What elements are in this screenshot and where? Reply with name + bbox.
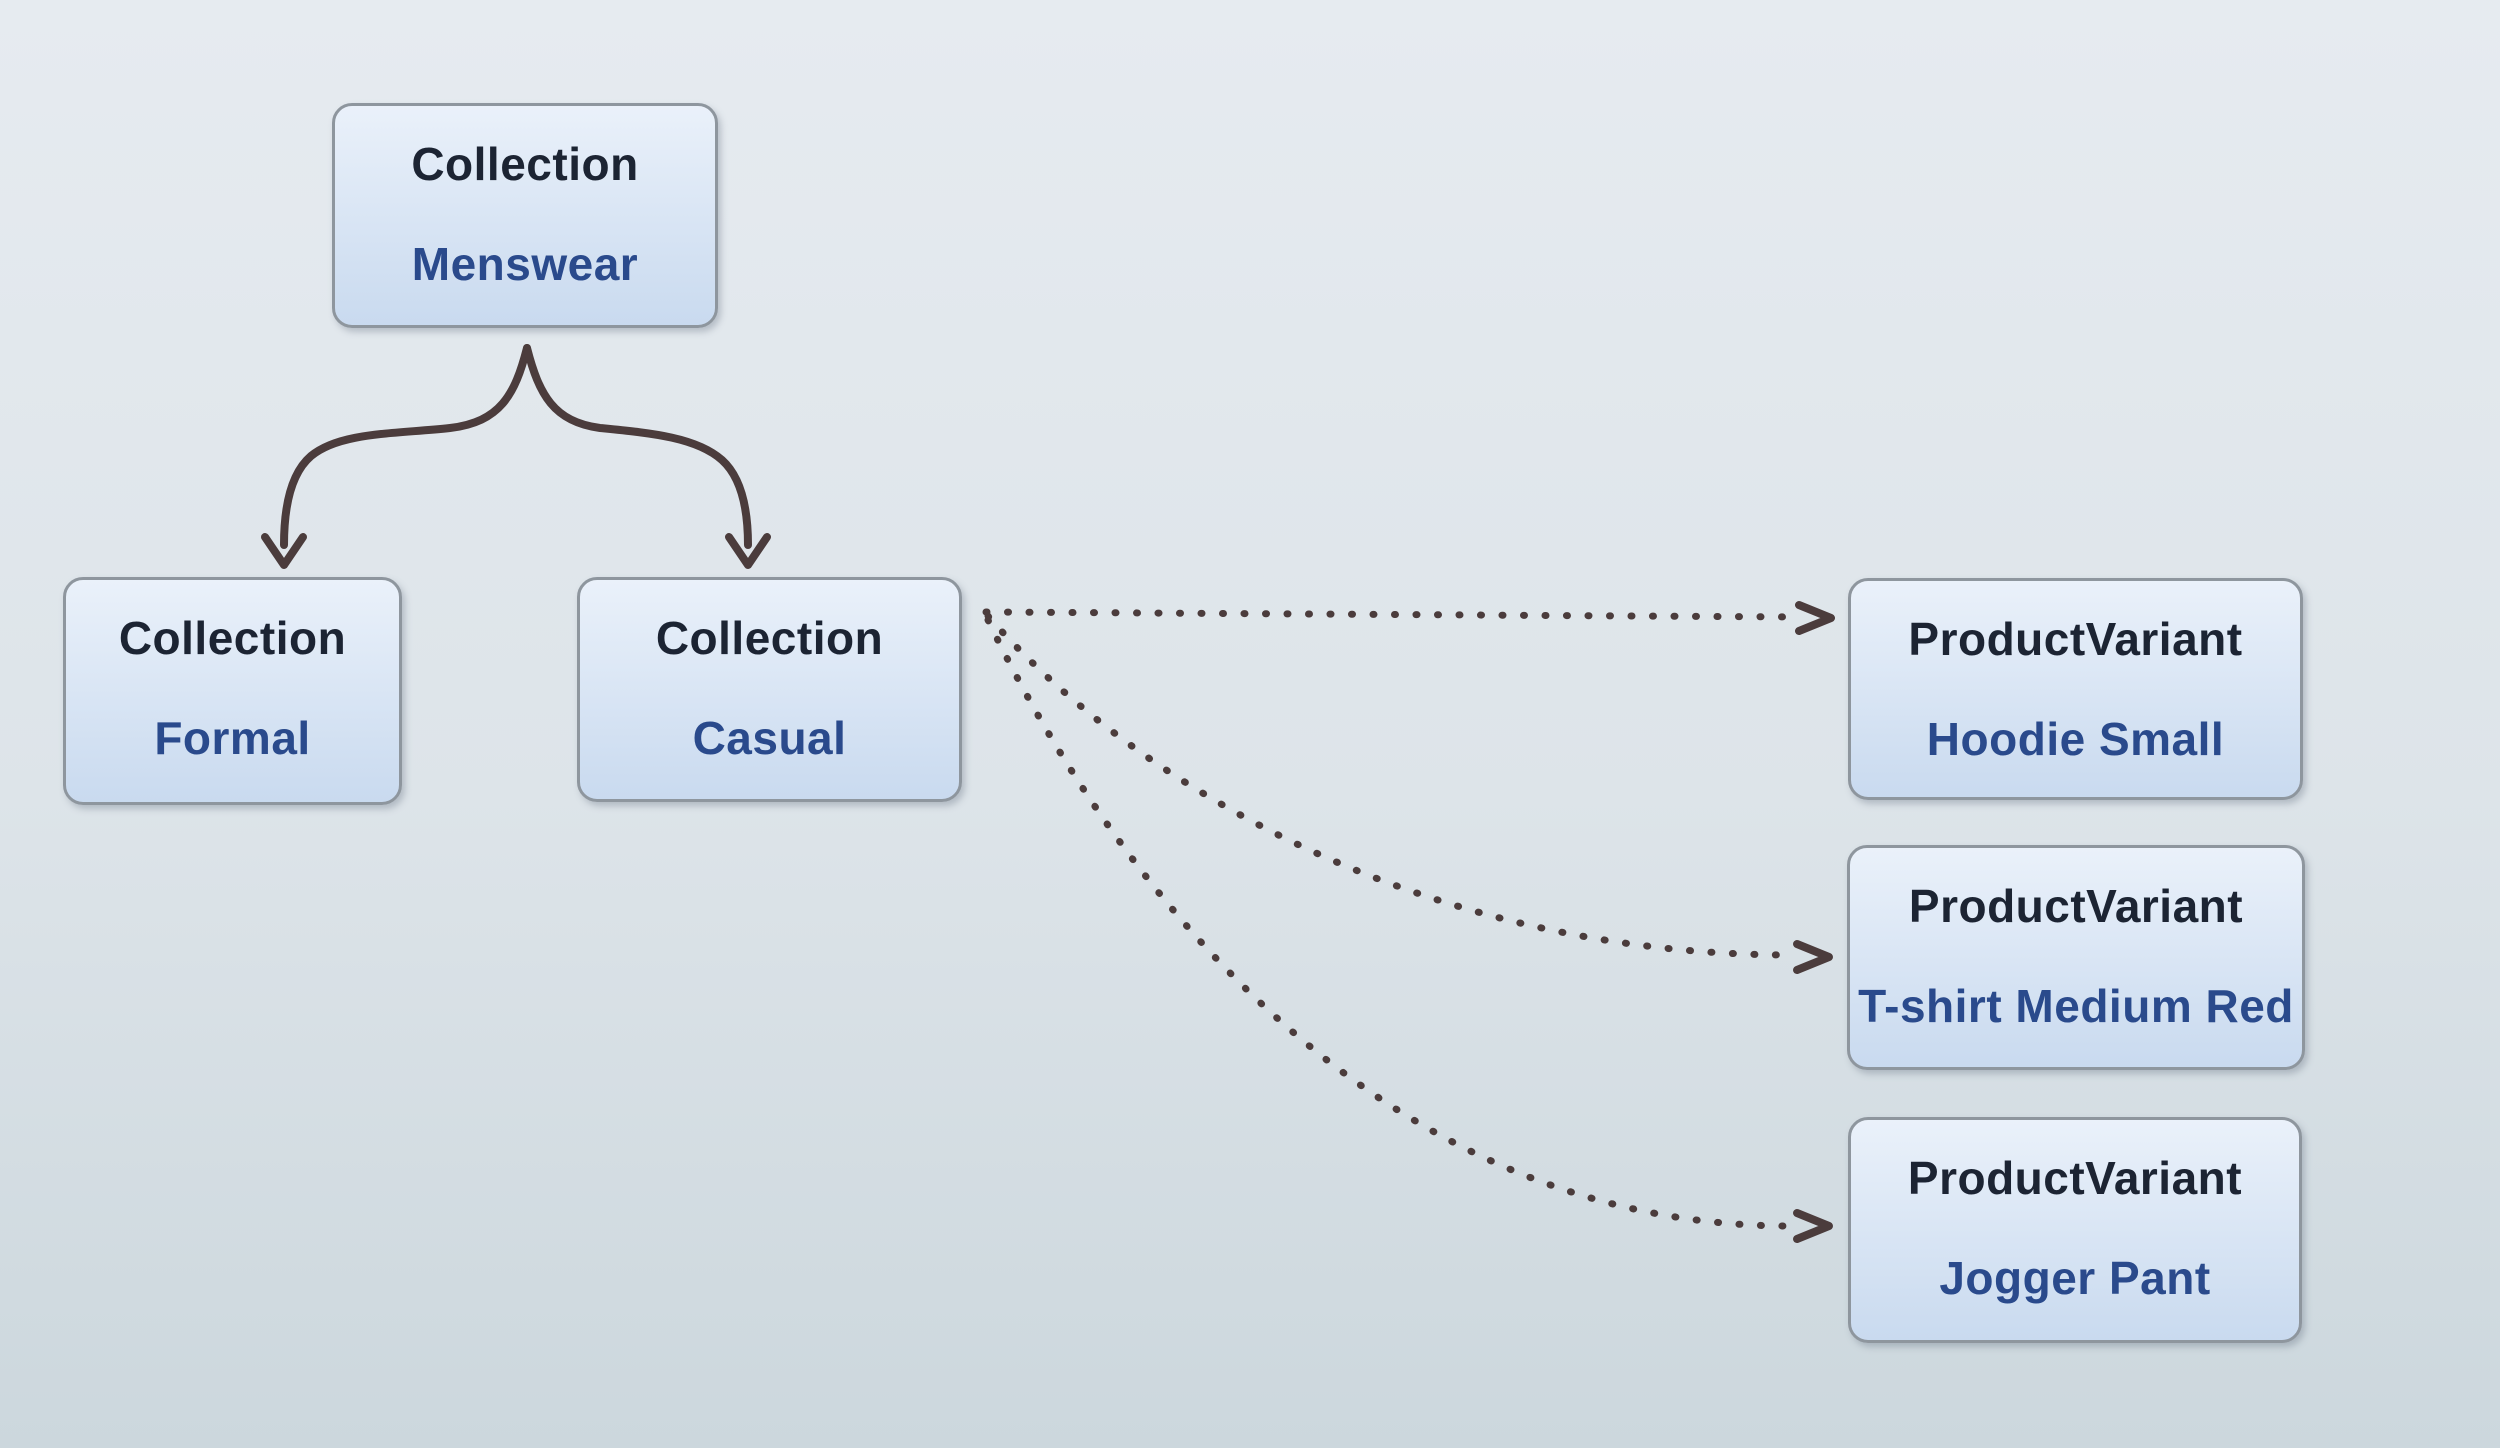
arrowhead-right-tshirt xyxy=(1793,940,1833,974)
node-collection-casual: Collection Casual xyxy=(577,577,962,802)
edge-menswear-casual xyxy=(523,344,771,569)
arrowhead-right-hoodie xyxy=(1795,601,1835,635)
node-name-label: Menswear xyxy=(411,238,639,290)
arrowhead-right-jogger xyxy=(1793,1209,1833,1243)
node-collection-menswear: Collection Menswear xyxy=(332,103,718,328)
node-type-label: Collection xyxy=(118,612,347,664)
node-productvariant-tshirt-medium-red: ProductVariant T-shirt Medium Red xyxy=(1847,845,2305,1070)
edge-casual-jogger xyxy=(984,616,1833,1243)
node-collection-formal: Collection Formal xyxy=(63,577,402,805)
edge-casual-tshirt xyxy=(984,612,1833,974)
node-name-label: Formal xyxy=(154,712,311,764)
node-type-label: Collection xyxy=(655,612,884,664)
arrowhead-down-casual xyxy=(725,533,771,569)
node-type-label: ProductVariant xyxy=(1908,880,2244,932)
arrowhead-down-formal xyxy=(261,533,307,569)
node-name-label: Hoodie Small xyxy=(1926,713,2225,765)
edge-casual-hoodie xyxy=(982,601,1835,635)
node-productvariant-hoodie-small: ProductVariant Hoodie Small xyxy=(1848,578,2303,800)
node-type-label: Collection xyxy=(411,138,639,190)
node-type-label: ProductVariant xyxy=(1908,613,2243,665)
node-name-label: Casual xyxy=(692,712,847,764)
edge-menswear-formal xyxy=(261,344,531,569)
node-name-label: Jogger Pant xyxy=(1939,1252,2211,1304)
node-name-label: T-shirt Medium Red xyxy=(1858,980,2294,1032)
node-productvariant-jogger-pant: ProductVariant Jogger Pant xyxy=(1848,1117,2302,1343)
node-type-label: ProductVariant xyxy=(1907,1152,2243,1204)
